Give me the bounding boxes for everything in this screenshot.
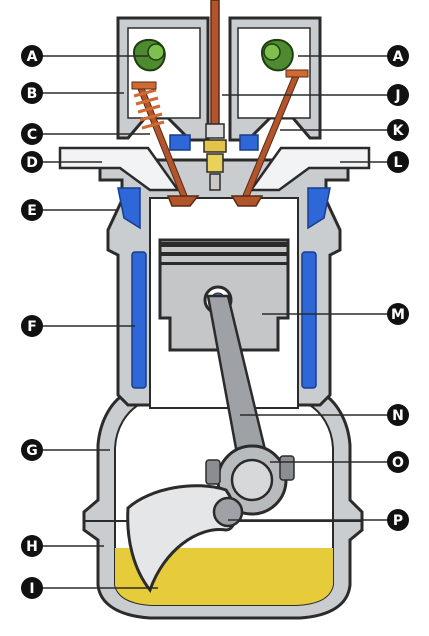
camshaft-left [132,38,166,72]
label-circle [21,315,43,337]
label-letter: B [27,86,38,102]
label-marker-a2: A [387,45,409,67]
label-marker-o: O [387,451,409,473]
label-marker-c: C [21,123,43,145]
label-marker-h: H [21,535,43,557]
label-marker-g: G [21,439,43,461]
label-marker-n: N [387,404,409,426]
label-circle [387,404,409,426]
exhaust-valve [230,72,300,207]
oil-sump [115,548,333,605]
leader-lines [32,55,398,589]
label-letter: P [393,513,403,529]
exhaust-port [248,146,371,192]
label-circle [21,439,43,461]
label-marker-a: A [21,45,43,67]
label-circle [387,451,409,473]
valve-spring [133,88,165,130]
label-circle [21,45,43,67]
label-marker-m: M [387,303,409,325]
label-circle [387,509,409,531]
injector-rod [210,0,220,129]
label-letter: J [394,88,400,104]
label-circle [21,199,43,221]
spring-retainer-left [131,81,157,90]
camshaft-right [260,38,294,72]
label-marker-p: P [387,509,409,531]
label-circle [21,577,43,599]
label-marker-k: K [387,119,409,141]
spark-plug [203,123,227,191]
coolant-jacket-right-lower [301,251,317,389]
label-marker-f: F [21,315,43,337]
label-marker-l: L [387,151,409,173]
label-circle [387,303,409,325]
label-circle [21,535,43,557]
label-letter: A [393,49,404,65]
label-marker-d: D [21,151,43,173]
label-letter: K [393,123,405,139]
intake-valve [136,82,200,207]
label-circle [21,123,43,145]
label-letter: L [394,155,403,171]
label-layer: A B CD E F G H I A J KL M N O P [21,45,409,599]
coolant-jacket-left [117,187,141,230]
label-circle [387,119,409,141]
label-letter: F [27,319,37,335]
label-circle [21,82,43,104]
label-circle [21,151,43,173]
head-coolant-right [239,134,259,151]
label-marker-e: E [21,199,43,221]
coolant-jacket-left-lower [131,251,147,389]
label-letter: O [392,455,404,471]
label-marker-i: I [21,577,43,599]
label-letter: M [391,307,405,323]
label-letter: G [26,443,38,459]
label-circle [387,151,409,173]
crankshaft [126,484,237,594]
label-marker-b: B [21,82,43,104]
spring-retainer-right [285,69,309,78]
crank-pin [212,496,244,528]
label-letter: E [27,203,37,219]
label-letter: H [26,539,38,555]
big-end [205,444,295,516]
head-coolant-left [169,134,191,151]
intake-port [58,146,181,192]
label-letter: C [27,127,37,143]
label-letter: D [26,155,38,171]
label-circle [387,45,409,67]
coolant-jacket-right [307,187,331,230]
label-marker-j: J [387,84,409,106]
label-letter: I [29,581,34,597]
label-letter: A [27,49,38,65]
label-letter: N [392,408,404,424]
label-circle [387,84,409,106]
